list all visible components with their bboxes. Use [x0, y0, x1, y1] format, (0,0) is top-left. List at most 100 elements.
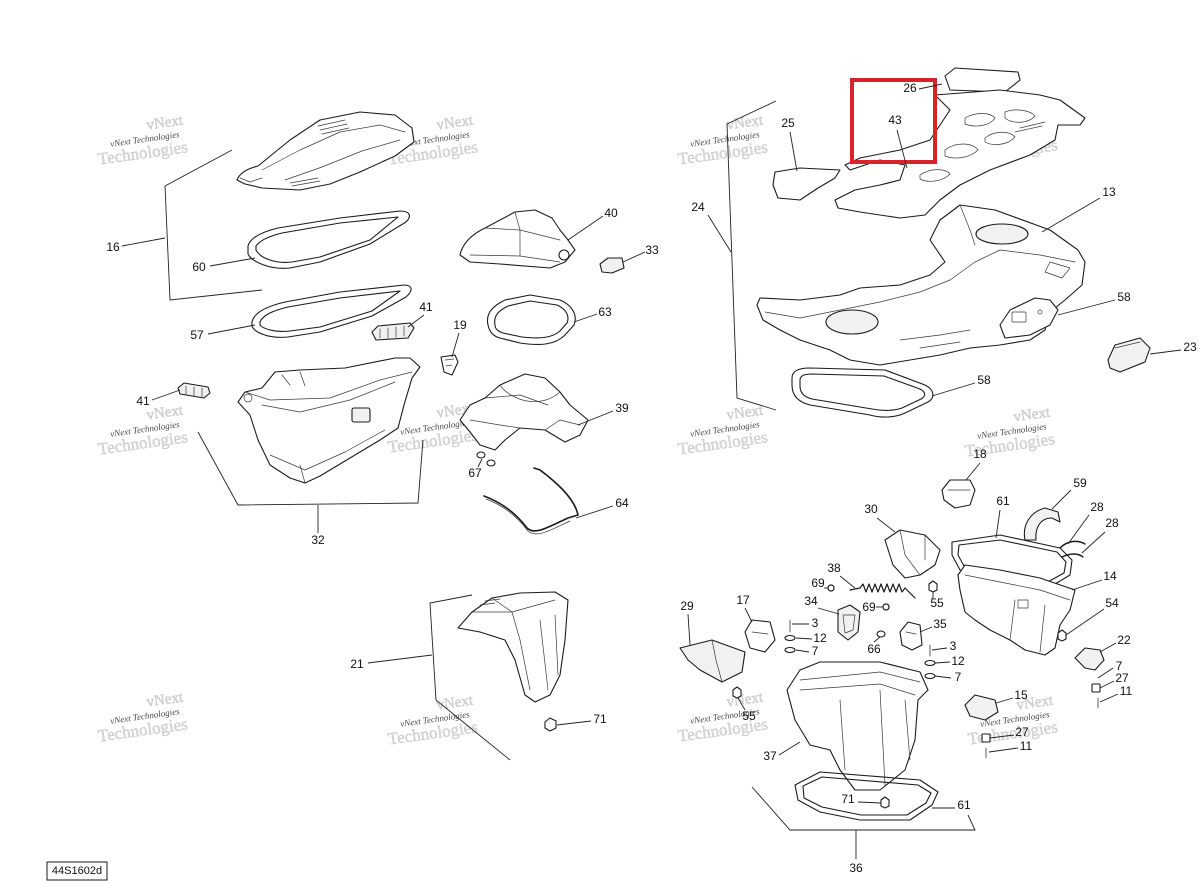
callout-15[interactable]: 15 — [1014, 688, 1028, 702]
callout-11[interactable]: 11 — [1020, 739, 1033, 753]
callout-11[interactable]: 11 — [1120, 684, 1133, 698]
callout-28[interactable]: 28 — [1105, 516, 1119, 530]
callouts: 16 60 57 41 19 41 32 40 33 63 39 67 64 2… — [106, 81, 1197, 875]
part-40-duct-cover — [459, 209, 576, 269]
callout-60[interactable]: 60 — [192, 260, 206, 274]
callout-55[interactable]: 55 — [930, 596, 944, 610]
callout-14[interactable]: 14 — [1103, 569, 1117, 583]
part-41-latch-top — [371, 322, 415, 341]
part-30-duct — [884, 529, 941, 579]
callout-40[interactable]: 40 — [604, 206, 618, 220]
callout-54[interactable]: 54 — [1105, 596, 1119, 610]
callout-71[interactable]: 71 — [593, 712, 607, 726]
callout-58[interactable]: 58 — [1117, 290, 1131, 304]
watermark-large-top: vNext — [146, 112, 185, 133]
callout-7[interactable]: 7 — [812, 644, 819, 658]
part-38-spring — [849, 583, 916, 599]
callout-3[interactable]: 3 — [950, 639, 957, 653]
part-58-gasket — [791, 367, 934, 418]
callout-16[interactable]: 16 — [106, 240, 120, 254]
drawing-code-box: 44S1602d — [46, 861, 108, 881]
watermark-large-top: vNext — [726, 402, 765, 423]
callout-57[interactable]: 57 — [190, 328, 204, 342]
part-15-latch — [964, 694, 999, 721]
callout-35[interactable]: 35 — [933, 617, 947, 631]
callout-61[interactable]: 61 — [996, 494, 1010, 508]
callout-34[interactable]: 34 — [804, 594, 818, 608]
callout-39[interactable]: 39 — [615, 401, 629, 415]
watermark: vNext vNext Technologies Technologies — [676, 402, 769, 459]
callout-27[interactable]: 27 — [1015, 725, 1029, 739]
part-64-rod — [483, 467, 579, 535]
hardware-stack-left — [784, 619, 796, 654]
part-27-bushing-2 — [981, 733, 991, 743]
callout-30[interactable]: 30 — [864, 502, 878, 516]
part-67-screws — [476, 451, 496, 467]
callout-69[interactable]: 69 — [862, 600, 876, 614]
callout-29[interactable]: 29 — [680, 599, 694, 613]
callout-38[interactable]: 38 — [827, 561, 841, 575]
callout-13[interactable]: 13 — [1102, 185, 1116, 199]
callout-7[interactable]: 7 — [955, 670, 962, 684]
callout-71[interactable]: 71 — [841, 792, 855, 806]
bracket-32 — [197, 431, 424, 506]
callout-18[interactable]: 18 — [973, 447, 987, 461]
bracket-24 — [726, 100, 777, 411]
callout-12[interactable]: 12 — [951, 654, 965, 668]
part-25-mat — [772, 167, 841, 201]
callout-7[interactable]: 7 — [1116, 659, 1123, 673]
watermark: vNext vNext Technologies Technologies — [386, 692, 479, 749]
part-58-pad — [999, 297, 1059, 339]
callout-36[interactable]: 36 — [849, 861, 863, 875]
highlight-box-43 — [850, 78, 937, 164]
callout-24[interactable]: 24 — [691, 200, 705, 214]
drawing-code: 44S1602d — [52, 865, 102, 877]
callout-28[interactable]: 28 — [1090, 500, 1104, 514]
part-17-bracket — [744, 619, 776, 653]
watermark-large-top: vNext — [1013, 404, 1052, 425]
callout-26[interactable]: 26 — [903, 81, 917, 95]
part-16-storage-cover — [236, 111, 415, 191]
callout-66[interactable]: 66 — [867, 642, 881, 656]
bracket-21 — [429, 594, 511, 761]
watermark: vNext vNext Technologies Technologies — [96, 112, 189, 169]
callout-33[interactable]: 33 — [645, 243, 659, 257]
callout-32[interactable]: 32 — [311, 533, 325, 547]
callout-12[interactable]: 12 — [813, 631, 827, 645]
part-32-storage-bin — [237, 357, 421, 484]
callout-17[interactable]: 17 — [736, 593, 750, 607]
callout-69[interactable]: 69 — [811, 576, 825, 590]
part-41-latch-left — [177, 382, 211, 399]
callout-58[interactable]: 58 — [977, 373, 991, 387]
callout-55[interactable]: 55 — [742, 709, 756, 723]
callout-67[interactable]: 67 — [468, 466, 482, 480]
callout-41[interactable]: 41 — [419, 300, 433, 314]
callout-23[interactable]: 23 — [1183, 340, 1197, 354]
watermark: vNext vNext Technologies Technologies — [96, 402, 189, 459]
watermark: vNext vNext Technologies Technologies — [96, 689, 189, 746]
callout-43[interactable]: 43 — [888, 113, 902, 127]
part-71-screw-2 — [880, 796, 890, 809]
callout-64[interactable]: 64 — [615, 496, 629, 510]
callout-22[interactable]: 22 — [1117, 633, 1131, 647]
callout-3[interactable]: 3 — [812, 616, 819, 630]
watermark-large-top: vNext — [146, 402, 185, 423]
part-59-strap — [1023, 507, 1061, 541]
part-29-flap — [679, 639, 746, 683]
callout-37[interactable]: 37 — [763, 749, 777, 763]
part-27-bushing — [1091, 683, 1101, 693]
callout-41[interactable]: 41 — [136, 394, 150, 408]
callout-59[interactable]: 59 — [1073, 476, 1087, 490]
callout-21[interactable]: 21 — [350, 657, 364, 671]
callout-19[interactable]: 19 — [453, 318, 467, 332]
callout-27[interactable]: 27 — [1115, 671, 1129, 685]
callout-25[interactable]: 25 — [781, 116, 795, 130]
callout-63[interactable]: 63 — [598, 305, 612, 319]
part-71-screw — [544, 717, 557, 732]
callout-61[interactable]: 61 — [957, 798, 971, 812]
part-37-storage-bin — [786, 661, 929, 791]
watermark: vNext vNext Technologies Technologies — [676, 689, 769, 746]
part-55-screw-2 — [732, 686, 742, 699]
part-61-gasket-top — [951, 534, 1073, 591]
